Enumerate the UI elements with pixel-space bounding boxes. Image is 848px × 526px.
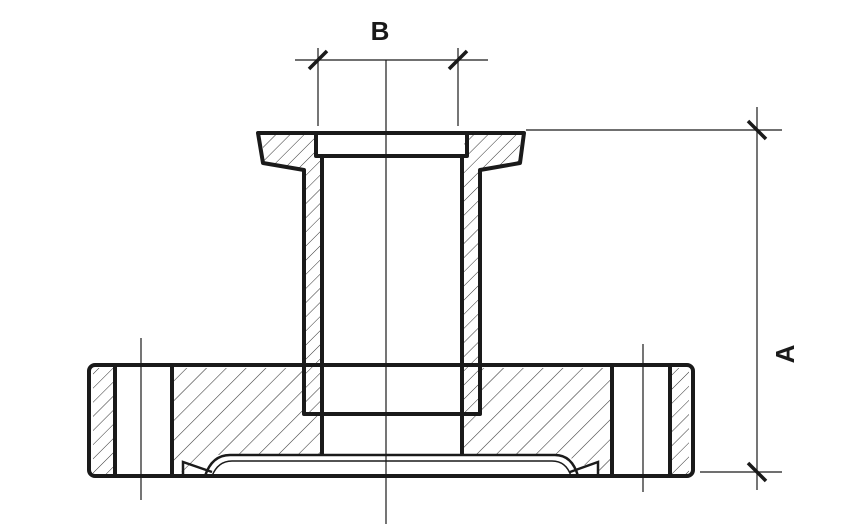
dim-b-tick-right <box>447 49 469 71</box>
base-flange-outline <box>87 363 695 478</box>
upper-flange-recess <box>314 133 469 158</box>
dim-b-tick-left <box>307 49 329 71</box>
dimension-a <box>526 107 782 490</box>
base-left-hatch <box>172 368 322 472</box>
upper-flange-outline <box>256 131 526 365</box>
dim-a-tick-bottom <box>746 461 768 483</box>
base-outer-right-hatch <box>670 368 689 474</box>
dimension-label-b: B <box>371 16 390 46</box>
center-lines <box>140 60 644 524</box>
dimension-b <box>295 48 488 126</box>
dim-a-tick-top <box>746 119 768 141</box>
tube-wall-left-hatch <box>263 135 322 414</box>
part-outline <box>87 131 695 478</box>
hatched-sections <box>93 135 689 474</box>
seal-groove <box>181 453 600 477</box>
base-right-hatch <box>462 368 612 472</box>
tube-wall-right-hatch <box>462 135 520 414</box>
tube-seat <box>302 365 482 416</box>
dimension-label-a: A <box>770 344 800 363</box>
base-outer-left-hatch <box>93 368 115 474</box>
